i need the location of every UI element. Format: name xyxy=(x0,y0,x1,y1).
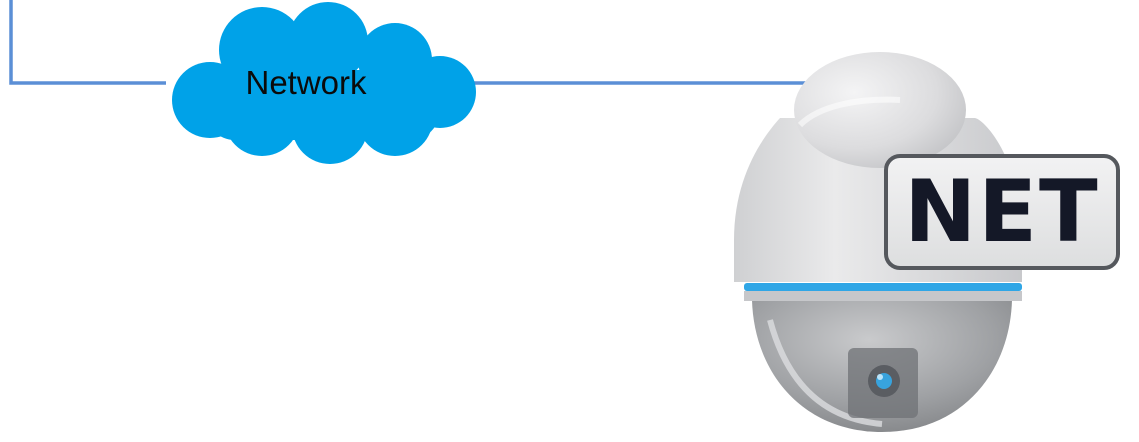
net-badge-text: NET xyxy=(888,158,1116,266)
cloud-label: Network xyxy=(208,66,404,99)
connector-left xyxy=(11,0,166,83)
